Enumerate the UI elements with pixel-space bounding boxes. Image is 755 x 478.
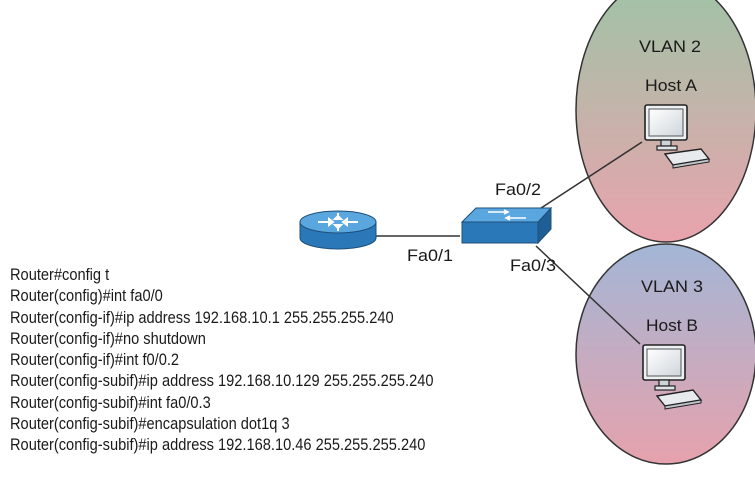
config-line: Router(config-subif)#ip address 192.168.… bbox=[10, 435, 426, 455]
pc-icon bbox=[644, 104, 711, 169]
router-icon bbox=[299, 210, 377, 250]
host-a-label: Host A bbox=[645, 76, 698, 95]
port-fa0-2-label: Fa0/2 bbox=[495, 180, 541, 199]
config-line: Router(config-subif)#ip address 192.168.… bbox=[10, 371, 434, 391]
router-config-listing: Router#config t Router(config)#int fa0/0… bbox=[10, 264, 433, 456]
link-switch-host-a bbox=[534, 141, 643, 213]
host-b-label: Host B bbox=[646, 316, 698, 335]
config-line: Router(config)#int fa0/0 bbox=[10, 286, 163, 306]
config-line: Router#config t bbox=[10, 265, 110, 284]
config-line: Router(config-if)#no shutdown bbox=[10, 328, 206, 348]
vlan2-label: VLAN 2 bbox=[639, 37, 701, 56]
pc-icon bbox=[642, 344, 703, 410]
vlan3-label: VLAN 3 bbox=[641, 277, 703, 296]
port-fa0-3-label: Fa0/3 bbox=[510, 256, 556, 275]
switch-icon bbox=[460, 206, 553, 245]
config-line: Router(config-subif)#encapsulation dot1q… bbox=[10, 414, 290, 434]
config-line: Router(config-if)#ip address 192.168.10.… bbox=[10, 307, 394, 327]
link-switch-host-b bbox=[535, 245, 641, 345]
config-line: Router(config-if)#int f0/0.2 bbox=[10, 350, 180, 370]
port-fa0-1-label: Fa0/1 bbox=[407, 246, 453, 265]
config-line: Router(config-subif)#int fa0/0.3 bbox=[10, 392, 211, 412]
